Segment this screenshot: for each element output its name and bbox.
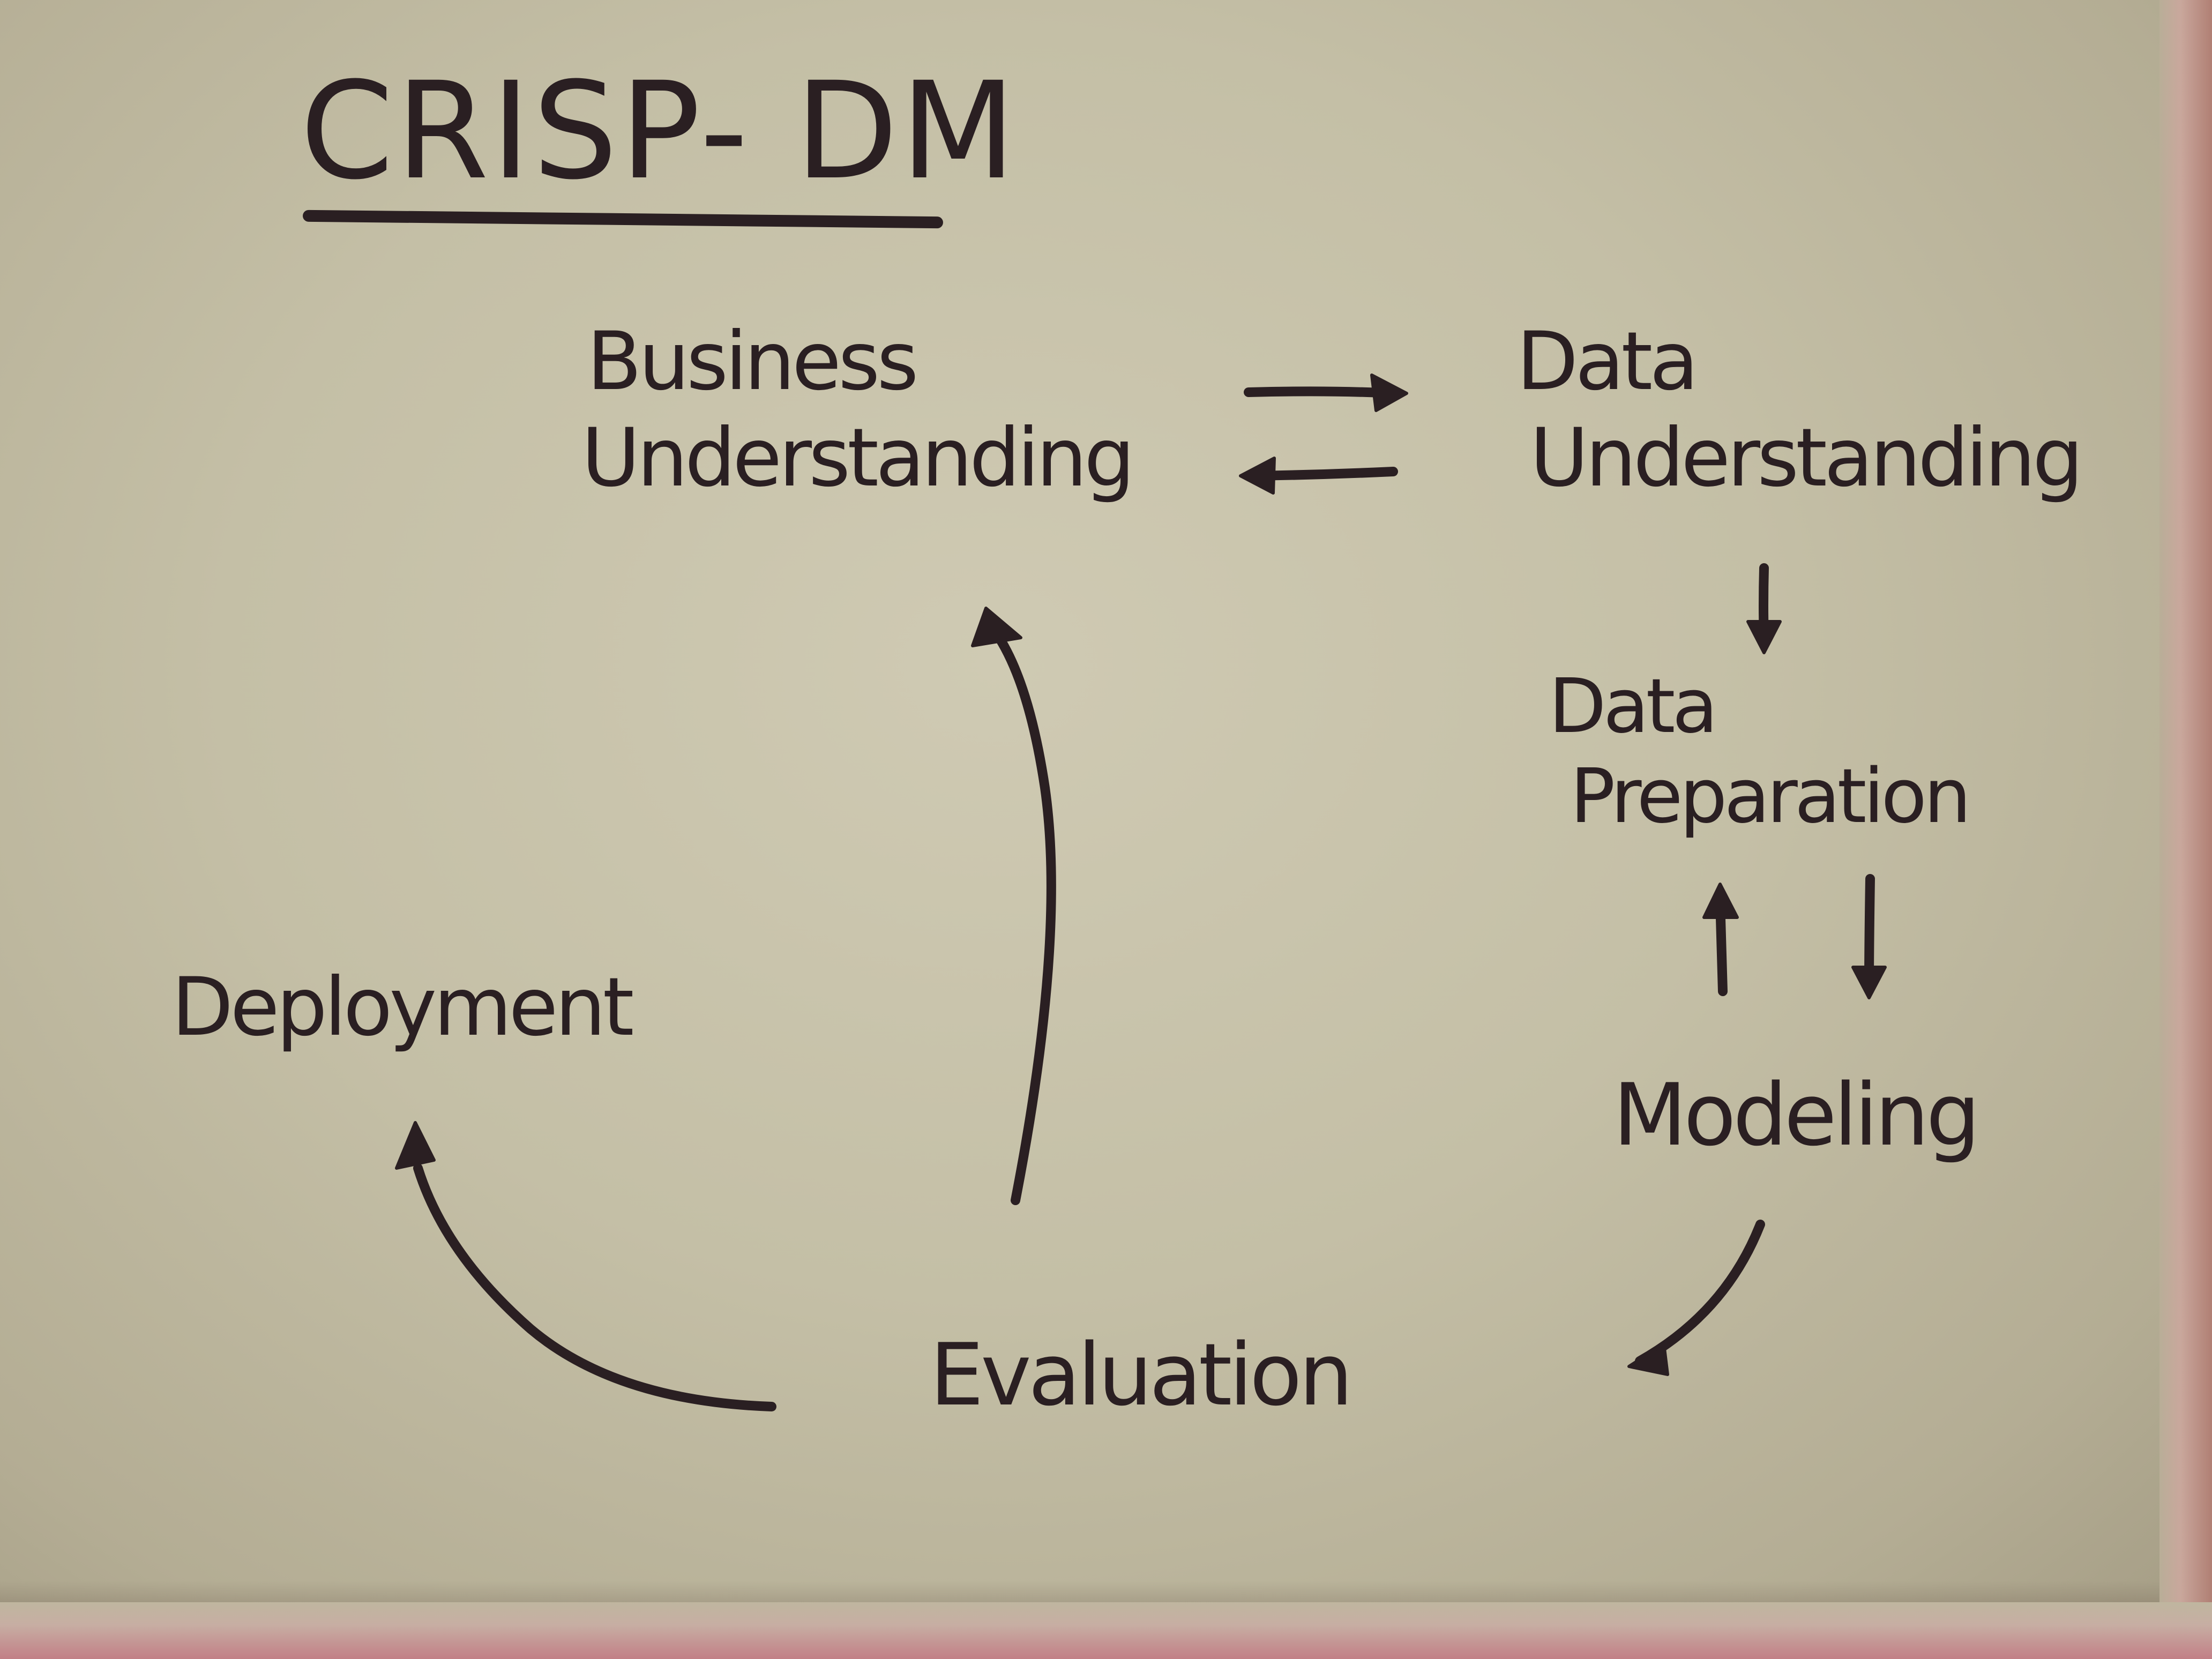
node-evaluation-label: Evaluation [930, 1325, 1353, 1425]
node-deployment: Deployment [171, 959, 634, 1056]
node-business-understanding-line2: Understanding [581, 412, 1135, 505]
paper-fold-shadow [0, 1581, 2159, 1602]
node-data-understanding-line1: Data [1516, 315, 1699, 408]
arrow-data-understanding-to-data-preparation [1746, 563, 1782, 654]
node-data-understanding: Data Understanding [1516, 313, 2083, 506]
node-modeling: Modeling [1613, 1064, 1981, 1167]
arrow-modeling-to-evaluation [1627, 1220, 1765, 1376]
arrow-evaluation-to-deployment [395, 1121, 776, 1411]
node-modeling-label: Modeling [1613, 1065, 1981, 1165]
arrow-data-understanding-to-business [1239, 457, 1398, 495]
diagram-title: CRISP- DM [300, 53, 1018, 209]
node-business-understanding: Business Understanding [581, 313, 1135, 506]
node-business-understanding-line1: Business [587, 315, 918, 408]
paper-edge-bottom [0, 1602, 2212, 1659]
node-data-preparation-line1: Data [1549, 663, 1718, 750]
node-data-preparation: Data Preparation [1549, 662, 1971, 842]
node-evaluation: Evaluation [930, 1324, 1353, 1426]
node-deployment-label: Deployment [171, 961, 634, 1054]
arrow-data-preparation-to-modeling [1851, 874, 1887, 999]
arrow-evaluation-to-business [971, 607, 1056, 1205]
arrow-modeling-to-data-preparation [1702, 883, 1739, 996]
paper-edge-right [2159, 0, 2212, 1659]
node-data-preparation-line2: Preparation [1570, 753, 1971, 840]
arrow-business-to-data-understanding [1244, 373, 1408, 412]
node-data-understanding-line2: Understanding [1530, 412, 2083, 505]
